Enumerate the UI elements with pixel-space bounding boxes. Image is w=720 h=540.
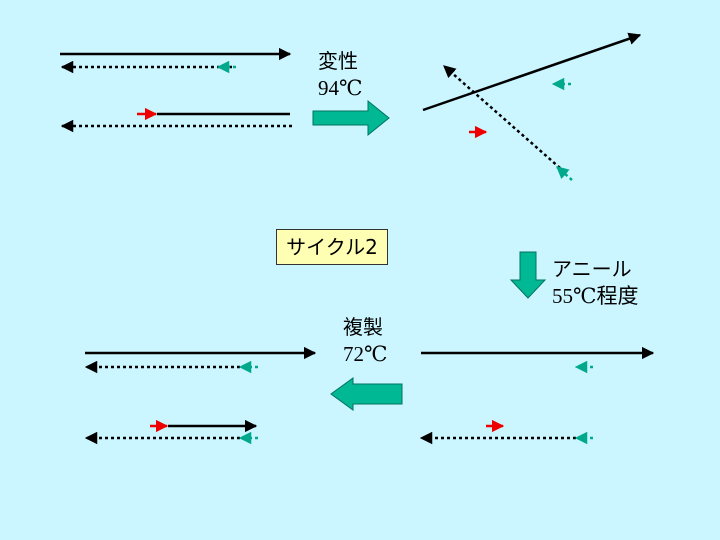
free-reverse-primer-2 — [556, 166, 573, 181]
top-right-single-strands — [422, 32, 642, 181]
single-strand-reverse — [443, 65, 561, 169]
anneal-temperature: 55℃程度 — [552, 284, 639, 308]
denature-step-arrow — [312, 99, 390, 137]
bottom-right-annealed — [419, 346, 655, 445]
denature-step-name: 変性 — [318, 49, 358, 73]
anneal-label: アニール 55℃程度 — [552, 256, 639, 310]
anneal-step-arrow — [509, 251, 547, 299]
extend-step-arrow — [330, 377, 403, 411]
single-strand-forward — [422, 32, 642, 112]
bottom-left-extended — [84, 346, 317, 445]
extend-step-name: 複製 — [343, 315, 383, 339]
denature-temperature: 94℃ — [318, 76, 363, 100]
top-left-duplexes — [60, 47, 292, 133]
anneal-step-name: アニール — [552, 257, 632, 281]
extend-temperature: 72℃ — [343, 342, 388, 366]
extend-label: 複製 72℃ — [343, 314, 388, 368]
cycle-label-box: サイクル2 — [276, 229, 388, 265]
denature-label: 変性 94℃ — [318, 48, 363, 102]
